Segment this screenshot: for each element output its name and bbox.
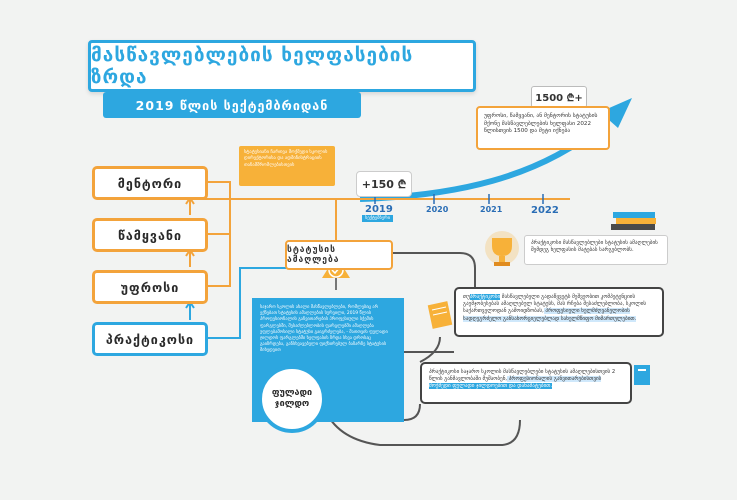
trophy-icon xyxy=(485,231,519,266)
practitioner-development-note: პრაქტიკოსი საჯარო სკოლის მასწავლებლები ს… xyxy=(420,362,632,404)
cash-reward-circle: ფულადი ჯილდო xyxy=(258,365,326,433)
salary-target-note: უფროსი, წამყვანი, ან მენტორის სტატუსის მ… xyxy=(476,106,610,150)
connector-bottom-loop xyxy=(346,403,421,421)
gray-note-part3: მასწავლებელი გადაწყვეტს მეშვეობით კომპეტ… xyxy=(463,294,647,315)
year-2019-tag: სექტემბერი xyxy=(362,215,394,222)
connector-mentor xyxy=(208,181,231,199)
connector-practitioner xyxy=(208,267,286,339)
salary-increase-tag: +150 ₾ xyxy=(356,171,412,197)
notebook-icon xyxy=(427,301,453,329)
bottom-note-part1: პრაქტიკოსი საჯარო სკოლის მასწავლებლები ს… xyxy=(429,369,616,383)
connector-to-status xyxy=(230,198,337,240)
connector-bottom-arc xyxy=(325,411,521,446)
role-senior: უფროსი xyxy=(92,270,208,304)
year-2020: 2020 xyxy=(426,205,449,214)
page-title: მასწავლებლების ხელფასების ზრდა xyxy=(88,40,476,92)
target-salary-tag: 1500 ₾+ xyxy=(531,86,587,108)
bottom-note-part3: მოქმედი ფულადი ჯილდოებით და დანამატებით. xyxy=(429,383,553,390)
bottom-note-part2: პროფესიონალის განვითარებისთვის xyxy=(507,376,602,383)
year-2021: 2021 xyxy=(480,205,503,214)
growth-arrow-head xyxy=(600,98,632,128)
gray-note-part2: პრაქტიკოსი xyxy=(469,294,501,300)
folder-icon xyxy=(634,365,650,385)
status-upgrade-box: სტატუსის ამაღლება xyxy=(285,240,393,270)
connector-gray-bottom xyxy=(419,336,441,363)
books-icon xyxy=(611,212,656,230)
role-leading: წამყვანი xyxy=(92,218,208,252)
role-mentor: მენტორი xyxy=(92,166,208,200)
role-practitioner: პრაქტიკოსი xyxy=(92,322,208,356)
connector-leading xyxy=(208,199,231,235)
admin-note: სტატუსიანი ჩართვა მოქმედი სკოლის დირექტო… xyxy=(239,146,335,186)
practitioner-raise-note: პრაქტიკოსი მასწავლებლები სტატუსის ამაღლე… xyxy=(524,235,668,265)
cash-reward-line2: ჯილდო xyxy=(274,399,310,409)
connector-status-right xyxy=(389,252,476,287)
connector-senior xyxy=(208,199,231,287)
page-subtitle: 2019 წლის სექტემბრიდან xyxy=(103,92,361,118)
year-2019: 2019 xyxy=(365,204,393,215)
year-2022: 2022 xyxy=(531,205,559,216)
practitioner-choice-note: თუპრაქტიკოსი მასწავლებელი გადაწყვეტს მეშ… xyxy=(454,287,664,337)
cash-reward-line1: ფულადი xyxy=(271,388,313,398)
gray-note-part1: თუ xyxy=(463,294,470,300)
